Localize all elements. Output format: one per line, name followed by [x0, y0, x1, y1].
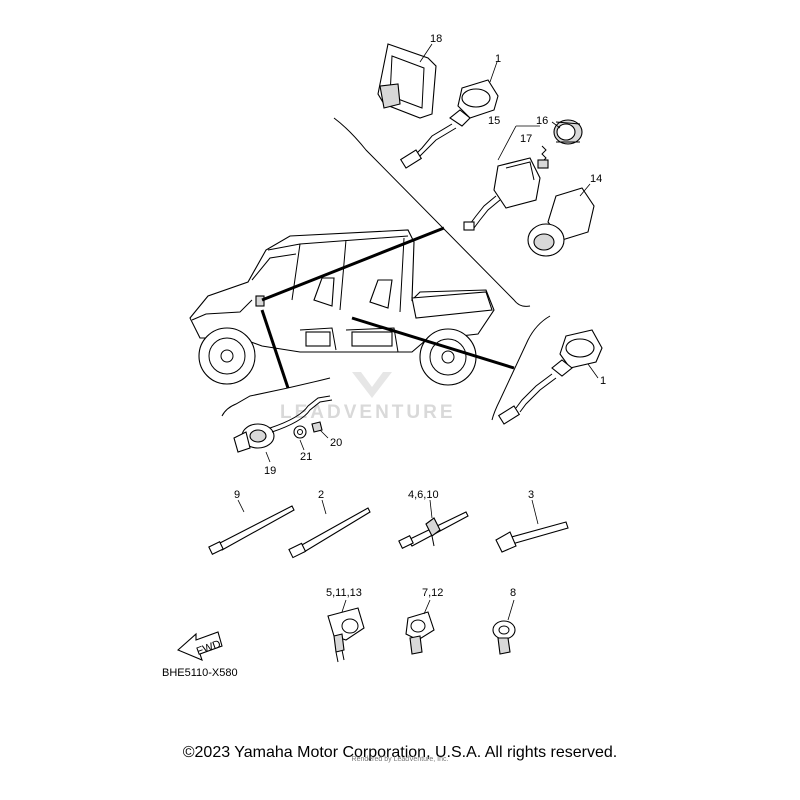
part-8-clamp	[492, 599, 516, 655]
callout-15: 15	[488, 115, 500, 127]
part-9-cable-tie	[208, 499, 295, 555]
callout-14: 14	[590, 173, 602, 185]
part-7-12-clamp	[405, 599, 435, 655]
part-15-switch-assembly	[463, 125, 541, 231]
group-boundary-lines	[221, 117, 551, 421]
part-1-top-switch-harness	[399, 61, 499, 169]
part-17-spring	[537, 145, 549, 169]
part-2-cable-tie	[288, 499, 371, 559]
part-20-screw	[311, 421, 329, 439]
part-14-rotary-switch	[527, 183, 595, 257]
callout-16: 16	[536, 115, 548, 127]
callout-5-11-13: 5,11,13	[326, 587, 362, 599]
callout-1-top: 1	[495, 53, 501, 65]
callout-7-12: 7,12	[422, 587, 443, 599]
part-1-right-switch-harness	[497, 329, 603, 425]
callout-2: 2	[318, 489, 324, 501]
part-21-washer	[293, 425, 307, 451]
callout-18: 18	[430, 33, 442, 45]
callout-21: 21	[300, 451, 312, 463]
part-4-6-10-cable-tie	[398, 499, 469, 549]
callout-17: 17	[520, 133, 532, 145]
callout-1-right: 1	[600, 375, 606, 387]
part-3-cable-tie	[495, 499, 569, 553]
vehicle-illustration	[189, 229, 495, 386]
callout-20: 20	[330, 437, 342, 449]
watermark: LEADVENTURE	[280, 372, 456, 423]
rendered-by-note: Rendered by LeadVenture, Inc.	[351, 756, 449, 763]
watermark-text: LEADVENTURE	[280, 402, 456, 423]
part-19-sensor	[233, 395, 333, 463]
callout-9: 9	[234, 489, 240, 501]
part-16-knob	[551, 119, 583, 145]
callout-19: 19	[264, 465, 276, 477]
part-5-11-13-clamp	[327, 599, 365, 663]
callout-4-6-10: 4,6,10	[408, 489, 439, 501]
copyright-notice: ©2023 Yamaha Motor Corporation, U.S.A. A…	[182, 744, 618, 761]
diagram-code: BHE5110-X580	[162, 667, 238, 679]
callout-3: 3	[528, 489, 534, 501]
location-indicator-lines	[260, 226, 515, 389]
fwd-direction-arrow: FWD	[176, 631, 223, 661]
part-18-bracket	[377, 43, 437, 119]
callout-8: 8	[510, 587, 516, 599]
